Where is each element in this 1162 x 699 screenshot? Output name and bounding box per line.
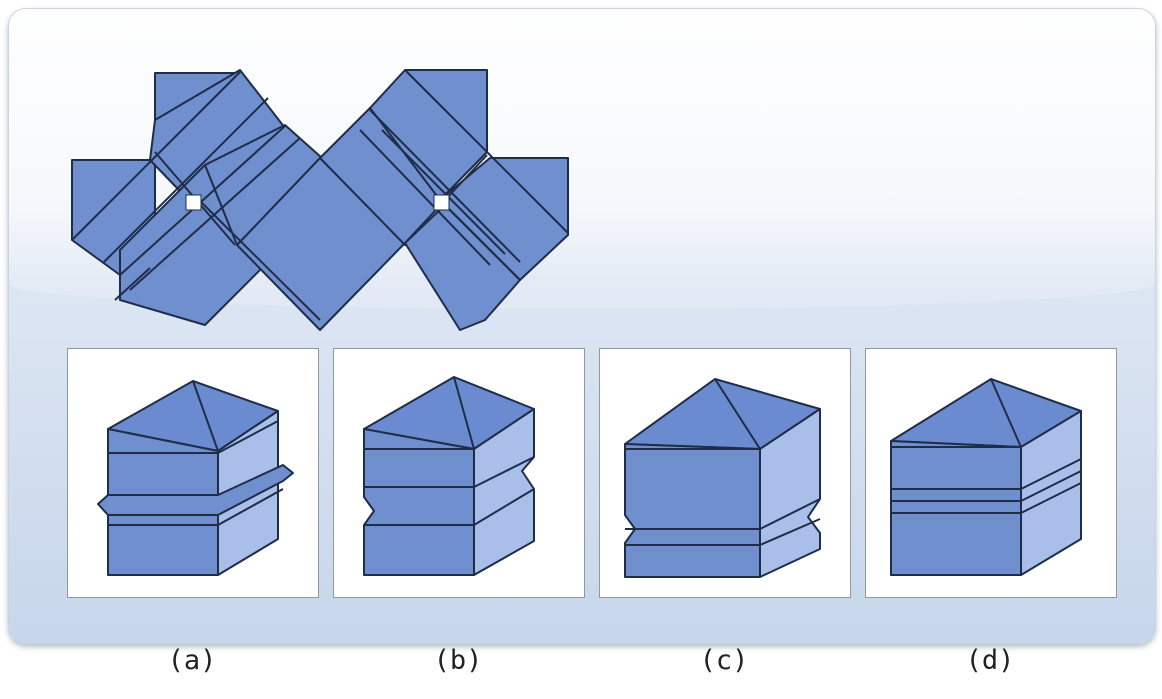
option-box-a[interactable] [67, 348, 319, 598]
option-label-b: (b) [433, 645, 483, 676]
option-label-c: (c) [699, 645, 749, 676]
option-box-c[interactable] [599, 348, 851, 598]
option-box-d[interactable] [865, 348, 1117, 598]
net-face-top-right [369, 69, 488, 201]
figure-d [890, 378, 1082, 576]
net-face-right [439, 157, 569, 281]
option-box-b[interactable] [333, 348, 585, 598]
option-label-d: (d) [965, 645, 1015, 676]
net-hole-right [433, 194, 450, 211]
net-hole-left [185, 194, 202, 211]
option-label-a: (a) [167, 645, 217, 676]
figure-b [363, 376, 535, 576]
figure-a [97, 380, 294, 576]
figure-c [624, 378, 821, 578]
